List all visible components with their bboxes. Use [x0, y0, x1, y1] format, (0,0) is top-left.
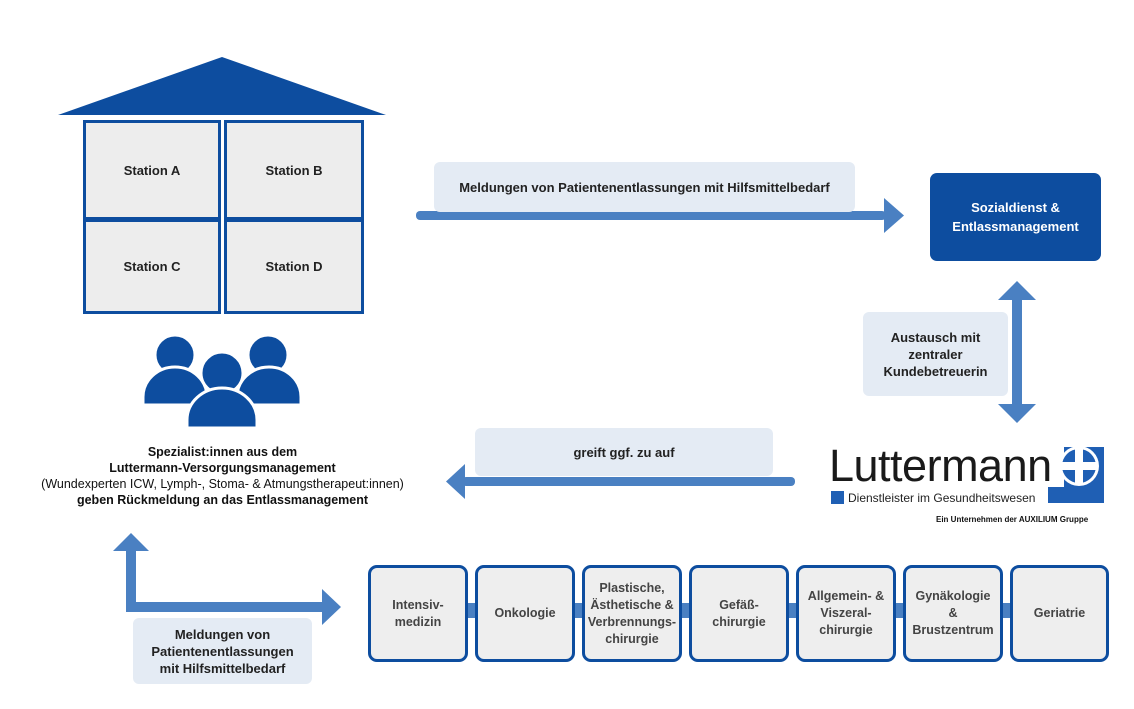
social-service-box: Sozialdienst & Entlassmanagement — [930, 173, 1101, 261]
people-icon — [141, 333, 303, 430]
specialists-line1: Spezialist:innen aus dem — [147, 445, 298, 459]
logo-name: Luttermann — [829, 440, 1052, 491]
bottom-label: Meldungen von Patientenentlassungen mit … — [133, 618, 312, 684]
logo-footer: Ein Unternehmen der AUXILIUM Gruppe — [936, 515, 1089, 524]
arrow-to-specialists — [446, 464, 795, 499]
specialists-line4: geben Rückmeldung an das Entlassmanageme… — [76, 493, 369, 507]
access-label: greift ggf. zu auf — [475, 428, 773, 476]
top-arrow-label: Meldungen von Patientenentlassungen mit … — [434, 162, 855, 212]
specialists-text: Spezialist:innen aus dem Luttermann-Vers… — [20, 444, 425, 508]
double-arrow-exchange — [998, 281, 1036, 423]
station-a: Station A — [83, 120, 221, 220]
department-plastic-surgery: Plastische, Ästhetische & Verbrennungs- … — [582, 565, 682, 662]
arrow-to-social-service — [416, 198, 904, 233]
department-general-surgery: Allgemein- & Viszeral- chirurgie — [796, 565, 896, 662]
house-roof — [58, 57, 386, 115]
exchange-label: Austausch mit zentraler Kundebetreuerin — [863, 312, 1008, 396]
logo-square — [831, 491, 844, 504]
logo-tagline: Dienstleister im Gesundheitswesen — [848, 491, 1036, 505]
department-geriatrics: Geriatrie — [1010, 565, 1109, 662]
station-d: Station D — [224, 219, 364, 314]
arrow-departments-to-specialists — [113, 533, 341, 625]
luttermann-logo-mark — [1048, 446, 1104, 503]
station-b: Station B — [224, 120, 364, 220]
department-vascular-surgery: Gefäß- chirurgie — [689, 565, 789, 662]
department-intensive-care: Intensiv- medizin — [368, 565, 468, 662]
station-c: Station C — [83, 219, 221, 314]
specialists-line2: Luttermann-Versorgungsmanagement — [109, 461, 336, 475]
department-oncology: Onkologie — [475, 565, 575, 662]
department-gynecology: Gynäkologie & Brustzentrum — [903, 565, 1003, 662]
specialists-line3: (Wundexperten ICW, Lymph-, Stoma- & Atmu… — [41, 477, 404, 491]
